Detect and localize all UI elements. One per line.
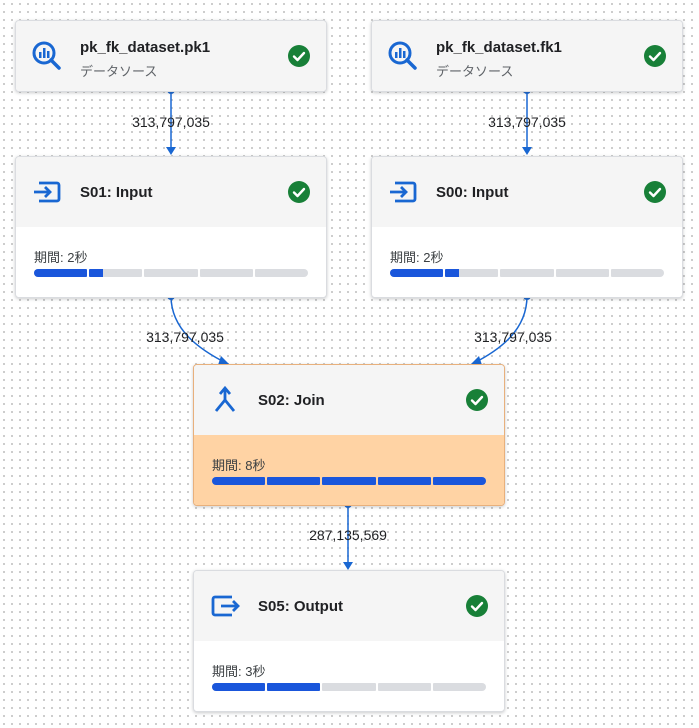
output-arrow-icon: [208, 589, 242, 623]
edge-label-s00-s02: 313,797,035: [474, 329, 552, 345]
progress-bar: [212, 683, 487, 691]
node-datasource-pk1[interactable]: pk_fk_dataset.pk1 データソース: [15, 20, 327, 92]
progress-segment: [432, 683, 487, 691]
progress-fill: [390, 269, 444, 277]
progress-segment: [390, 269, 444, 277]
node-stage-s05[interactable]: S05: Output 期間: 3秒: [193, 570, 505, 712]
progress-segment: [377, 683, 431, 691]
progress-segment: [555, 269, 609, 277]
progress-segment: [432, 477, 487, 485]
progress-segment: [610, 269, 665, 277]
input-arrow-icon: [386, 175, 420, 209]
node-stage-s01[interactable]: S01: Input 期間: 2秒: [15, 156, 327, 298]
edge-s00-s02: [471, 295, 528, 365]
check-circle-icon: [466, 595, 488, 617]
node-title: S01: Input: [80, 184, 153, 201]
check-circle-icon: [288, 181, 310, 203]
duration-label: 期間: 2秒: [390, 250, 444, 265]
edge-s01-s02: [170, 295, 229, 365]
edge-arrowhead: [166, 147, 176, 155]
node-title: pk_fk_dataset.fk1: [436, 39, 562, 56]
progress-fill: [212, 683, 266, 691]
progress-segment: [212, 683, 266, 691]
edge-arrowhead: [470, 356, 482, 365]
progress-segment: [34, 269, 88, 277]
progress-fill: [34, 269, 88, 277]
node-title: S00: Input: [436, 184, 509, 201]
input-arrow-icon: [30, 175, 64, 209]
progress-fill: [267, 477, 321, 485]
progress-segment: [500, 269, 554, 277]
progress-segment: [199, 269, 253, 277]
progress-segment: [267, 477, 321, 485]
check-circle-icon: [644, 45, 666, 67]
progress-bar: [34, 269, 309, 277]
check-circle-icon: [644, 181, 666, 203]
node-subtitle: データソース: [436, 64, 514, 79]
edge-arrowhead: [343, 562, 353, 570]
progress-fill: [432, 477, 487, 485]
progress-fill: [89, 269, 103, 277]
progress-segment: [445, 269, 499, 277]
analytics-search-icon: [386, 39, 420, 73]
progress-segment: [322, 477, 376, 485]
progress-bar: [390, 269, 665, 277]
node-title: S05: Output: [258, 598, 343, 615]
progress-segment: [322, 683, 376, 691]
node-title: S02: Join: [258, 392, 325, 409]
duration-label: 期間: 3秒: [212, 664, 266, 679]
node-stage-s00[interactable]: S00: Input 期間: 2秒: [371, 156, 683, 298]
progress-fill: [445, 269, 459, 277]
node-datasource-fk1[interactable]: pk_fk_dataset.fk1 データソース: [371, 20, 683, 92]
edge-label-pk1-s01: 313,797,035: [132, 114, 210, 130]
progress-segment: [377, 477, 431, 485]
progress-segment: [89, 269, 143, 277]
duration-label: 期間: 8秒: [212, 458, 266, 473]
progress-segment: [254, 269, 309, 277]
progress-fill: [212, 477, 266, 485]
analytics-search-icon: [30, 39, 64, 73]
node-subtitle: データソース: [80, 64, 158, 79]
edge-label-fk1-s00: 313,797,035: [488, 114, 566, 130]
progress-segment: [144, 269, 198, 277]
edge-label-s01-s02: 313,797,035: [146, 329, 224, 345]
progress-segment: [212, 477, 266, 485]
merge-icon: [208, 383, 242, 417]
progress-fill: [377, 477, 431, 485]
edge-label-s02-s05: 287,135,569: [309, 527, 387, 543]
check-circle-icon: [466, 389, 488, 411]
node-title: pk_fk_dataset.pk1: [80, 39, 211, 56]
duration-label: 期間: 2秒: [34, 250, 88, 265]
progress-fill: [267, 683, 321, 691]
node-stage-s02[interactable]: S02: Join 期間: 8秒: [193, 364, 505, 506]
edge-arrowhead: [522, 147, 532, 155]
check-circle-icon: [288, 45, 310, 67]
progress-segment: [267, 683, 321, 691]
edge-arrowhead: [218, 356, 230, 365]
progress-bar: [212, 477, 487, 485]
progress-fill: [322, 477, 376, 485]
